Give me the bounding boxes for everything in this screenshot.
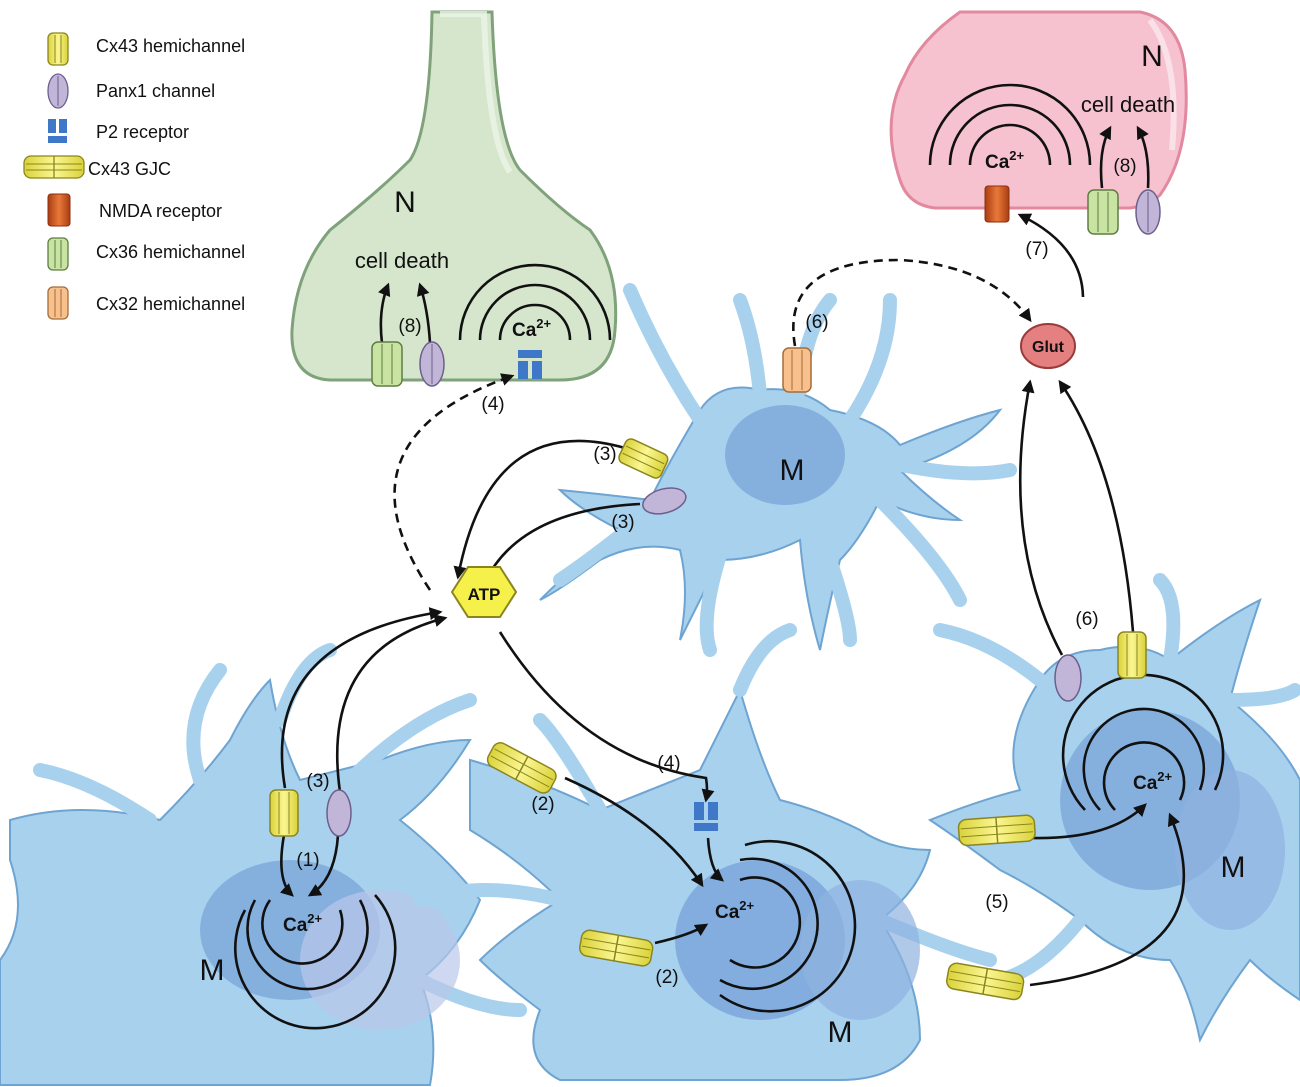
cx32-hemichannel-icon (47, 286, 69, 320)
calcium-rings-pink-neuron (928, 83, 1092, 166)
legend: Cx43 hemichannel Panx1 channel P2 recept… (23, 32, 245, 320)
step-2-top: (2) (531, 794, 554, 815)
step-7: (7) (1025, 239, 1048, 260)
step-1: (1) (296, 850, 319, 871)
cx36-hemichannel-pink-neuron (1087, 189, 1119, 235)
step-4-bottom: (4) (657, 753, 680, 774)
calcium-center: Ca2+ (715, 898, 755, 923)
step-3-top: (3) (593, 444, 616, 465)
step-5: (5) (985, 892, 1008, 913)
microglia-bottom-left (0, 643, 527, 1086)
cx43-gjc-top (486, 742, 557, 794)
cx43-hemichannel-icon (47, 32, 69, 66)
step-3-bottom: (3) (306, 771, 329, 792)
legend-label-nmda-receptor: NMDA receptor (99, 201, 222, 221)
cx43-gjc-bottom-left (579, 929, 654, 967)
calcium-rings-center-microglia (719, 839, 857, 1013)
step-4-top: (4) (481, 394, 504, 415)
p2-receptor-icon (48, 119, 67, 143)
step-2-bottom: (2) (655, 967, 678, 988)
glut-label: Glut (1032, 339, 1065, 356)
calcium-right: Ca2+ (1133, 769, 1173, 794)
panx1-channel-top-microglia (642, 487, 687, 515)
microglia-right-label: M (1221, 851, 1246, 884)
cx43-hemichannel-left-microglia (269, 789, 299, 837)
panx1-channel-left-microglia (326, 789, 352, 837)
p2-receptor-center-microglia (694, 802, 718, 831)
neuron-pink-step: (8) (1113, 156, 1136, 177)
neuron-pink-label: N (1141, 40, 1163, 73)
neuron-green-label: N (394, 186, 416, 219)
legend-label-cx32-hemichannel: Cx32 hemichannel (96, 294, 245, 314)
cx43-gjc-icon (23, 155, 85, 179)
arrows (279, 125, 1186, 987)
microglia-top-label: M (780, 454, 805, 487)
step-3-middle: (3) (611, 512, 634, 533)
calcium-rings-left-microglia (234, 894, 397, 1030)
neuron-green-cell-death: cell death (355, 248, 449, 273)
step-6-top: (6) (805, 312, 828, 333)
legend-label-panx1-channel: Panx1 channel (96, 81, 215, 101)
atp-label: ATP (468, 585, 501, 604)
panx1-channel-right-microglia (1054, 654, 1082, 702)
panx1-channel-green-neuron (419, 341, 445, 387)
cx36-hemichannel-green-neuron (371, 341, 403, 387)
panx1-channel-icon (47, 73, 69, 109)
cx43-gjc-right-bottom (946, 962, 1025, 1001)
cx43-gjc-right-top (957, 814, 1036, 847)
glut-molecule: Glut (1020, 323, 1076, 369)
neuron-pink-cell-death: cell death (1081, 92, 1175, 117)
calcium-left: Ca2+ (283, 911, 323, 936)
cx43-hemichannel-right-microglia (1117, 631, 1147, 679)
legend-label-p2-receptor: P2 receptor (96, 122, 189, 142)
legend-label-cx43-gjc: Cx43 GJC (88, 159, 171, 179)
neuron-pink-calcium: Ca2+ (985, 148, 1025, 173)
p2-receptor-green-neuron (518, 350, 542, 379)
neuron-green (290, 10, 618, 382)
cx32-hemichannel-top-microglia (782, 347, 812, 393)
panx1-channel-pink-neuron (1135, 189, 1161, 235)
cx43-hemichannel-top-microglia (618, 438, 669, 479)
microglia-top (539, 283, 1017, 657)
legend-label-cx43-hemichannel: Cx43 hemichannel (96, 36, 245, 56)
neuron-pink (889, 10, 1188, 210)
neuron-green-step: (8) (398, 316, 421, 337)
microglia-right (927, 573, 1300, 1044)
nmda-receptor-icon (47, 193, 71, 227)
microglia-bottom-left-label: M (200, 954, 225, 987)
calcium-rings-green-neuron (458, 263, 612, 341)
step-6-right: (6) (1075, 609, 1098, 630)
neuron-green-calcium: Ca2+ (512, 316, 552, 341)
atp-molecule: ATP (450, 566, 518, 618)
nmda-receptor-pink-neuron (984, 185, 1010, 223)
cx36-hemichannel-icon (47, 237, 69, 271)
microglia-bottom-center-label: M (828, 1016, 853, 1049)
legend-label-cx36-hemichannel: Cx36 hemichannel (96, 242, 245, 262)
